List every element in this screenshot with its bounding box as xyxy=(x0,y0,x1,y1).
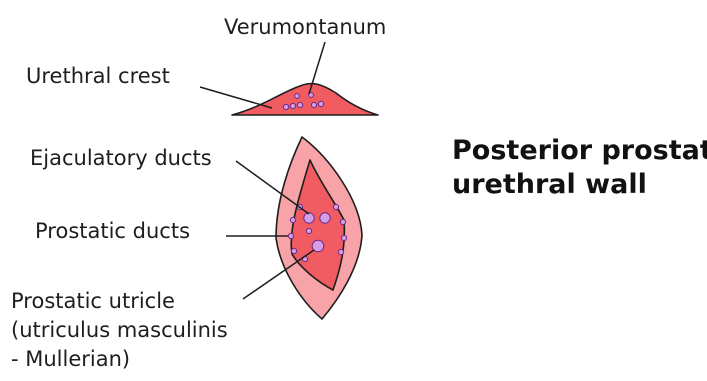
urethral-crest-label: Urethral crest xyxy=(26,63,170,89)
ejaculatory-ducts-label: Ejaculatory ducts xyxy=(30,145,212,171)
diagram-title-line-1: Posterior prostatic xyxy=(452,134,707,168)
crest-duct-opening xyxy=(290,103,295,108)
prostatic-duct-opening xyxy=(333,204,338,209)
crest-duct-opening xyxy=(283,104,288,109)
urethral-crest-shape xyxy=(232,84,378,115)
prostatic-utricle-label-line-2: (utriculus masculinis xyxy=(11,317,228,343)
diagram-title-line-2: urethral wall xyxy=(452,168,647,202)
verumontanum-label: Verumontanum xyxy=(224,14,386,40)
prostatic-duct-opening xyxy=(341,235,346,240)
prostatic-duct-opening xyxy=(340,219,345,224)
crest-duct-opening xyxy=(297,102,302,107)
crest-duct-opening xyxy=(295,94,300,99)
ejaculatory-duct-opening xyxy=(304,213,314,223)
prostatic-ducts-label: Prostatic ducts xyxy=(35,218,190,244)
prostatic-utricle-label-line-1: Prostatic utricle xyxy=(11,288,175,314)
prostatic-duct-opening xyxy=(306,228,311,233)
prostatic-utricle-label-line-3: - Mullerian) xyxy=(11,346,130,372)
crest-duct-opening xyxy=(311,102,316,107)
prostatic-duct-opening xyxy=(338,249,343,254)
prostatic-duct-opening xyxy=(290,217,295,222)
crest-duct-opening xyxy=(318,101,323,106)
prostatic-duct-opening xyxy=(288,233,293,238)
prostatic-duct-opening xyxy=(291,248,296,253)
ejaculatory-duct-opening xyxy=(320,213,330,223)
urethral-crest-leader xyxy=(200,87,272,108)
